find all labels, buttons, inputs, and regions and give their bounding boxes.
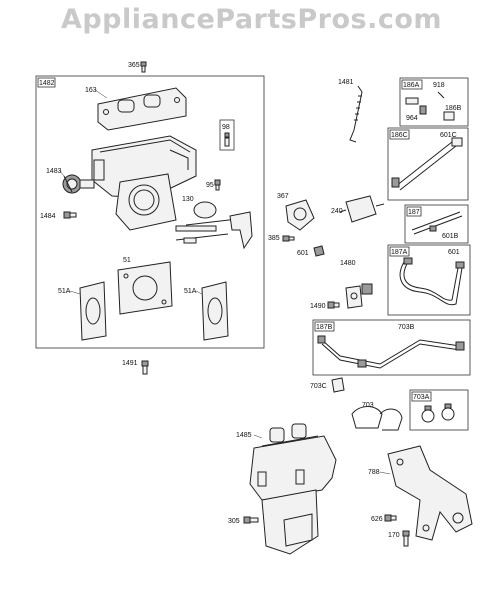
part-51a-left-gasket [79,281,107,341]
part-385-screw [282,235,295,242]
label-703b: 703B [398,324,415,331]
part-240-fuel-filter [339,195,385,223]
group-box-1482 [35,75,265,349]
part-51a-right-gasket [201,281,229,341]
group-box-186a [399,77,469,127]
part-187a-hose [399,257,465,306]
part-1484-screw [63,211,77,219]
label-box-98 [219,119,235,151]
part-163-gasket [97,87,187,131]
label-703: 703 [362,402,374,409]
part-98-jet [224,132,230,147]
part-703c-clip [331,377,345,393]
label-box-187a [389,246,410,257]
part-186a-fittings [405,91,455,121]
label-601-mid: 601 [297,250,309,257]
label-51a-right: 51A [184,288,197,295]
label-365: 365 [128,62,140,69]
label-601c: 601C [440,132,457,139]
part-187-hose [411,211,463,235]
label-186a: 186A [403,82,420,89]
part-367-fuel-pump [285,199,315,231]
part-carburetor-body [91,135,197,231]
label-187: 187 [408,209,420,216]
part-788-bracket [387,445,473,541]
label-601b: 601B [442,233,459,240]
part-1491-screw [141,360,149,375]
label-box-1482 [37,77,56,88]
label-1482: 1482 [39,80,55,87]
group-box-187 [404,204,469,244]
label-601-right: 601 [448,249,460,256]
label-187b: 187B [316,324,333,331]
part-1480-solenoid [345,283,373,309]
label-1483: 1483 [46,168,62,175]
part-170-stud [402,530,410,547]
group-box-186c [387,127,469,201]
label-1491: 1491 [122,360,138,367]
label-1484: 1484 [40,213,56,220]
label-box-187b [314,321,335,332]
group-box-187a [387,244,471,316]
part-703-clamps [351,406,403,431]
part-365-screw [140,61,147,73]
label-box-186a [401,79,423,90]
part-95-screw [214,179,221,191]
label-367: 367 [277,193,289,200]
watermark: AppliancePartsPros.com [60,4,443,35]
part-51-gasket [117,261,173,315]
label-163: 163 [85,87,97,94]
label-240: 240 [331,208,343,215]
part-187b-fuel-line [317,335,465,369]
part-186c-tube [391,137,463,191]
label-1490: 1490 [310,303,326,310]
label-1480: 1480 [340,260,356,267]
label-box-186c [389,129,410,140]
part-130-throttle [175,201,253,250]
label-95: 95 [206,182,214,189]
label-1481: 1481 [338,79,354,86]
label-98: 98 [222,124,230,131]
label-187a: 187A [391,249,408,256]
label-170: 170 [388,532,400,539]
group-box-187b [312,319,471,376]
part-1481-link [349,85,363,143]
part-305-bolt [243,516,259,524]
label-box-187 [406,206,422,217]
label-box-703a [411,391,432,402]
label-788: 788 [368,469,380,476]
label-186b: 186B [445,105,462,112]
label-918: 918 [433,82,445,89]
part-1485-intake-manifold [249,423,337,555]
group-box-703a [409,389,469,431]
label-130: 130 [182,196,194,203]
label-385: 385 [268,235,280,242]
label-1485: 1485 [236,432,252,439]
label-186c: 186C [391,132,408,139]
part-1483-solenoid [62,174,95,194]
label-51: 51 [123,257,131,264]
label-703c: 703C [310,383,327,390]
part-601-clamp-mid [313,245,325,257]
part-703a-clamps [421,403,455,423]
label-703a: 703A [413,394,430,401]
label-51a-left: 51A [58,288,71,295]
label-964: 964 [406,115,418,122]
part-626-screw [384,514,397,522]
label-626: 626 [371,516,383,523]
part-1490-screw [327,301,340,309]
label-305: 305 [228,518,240,525]
